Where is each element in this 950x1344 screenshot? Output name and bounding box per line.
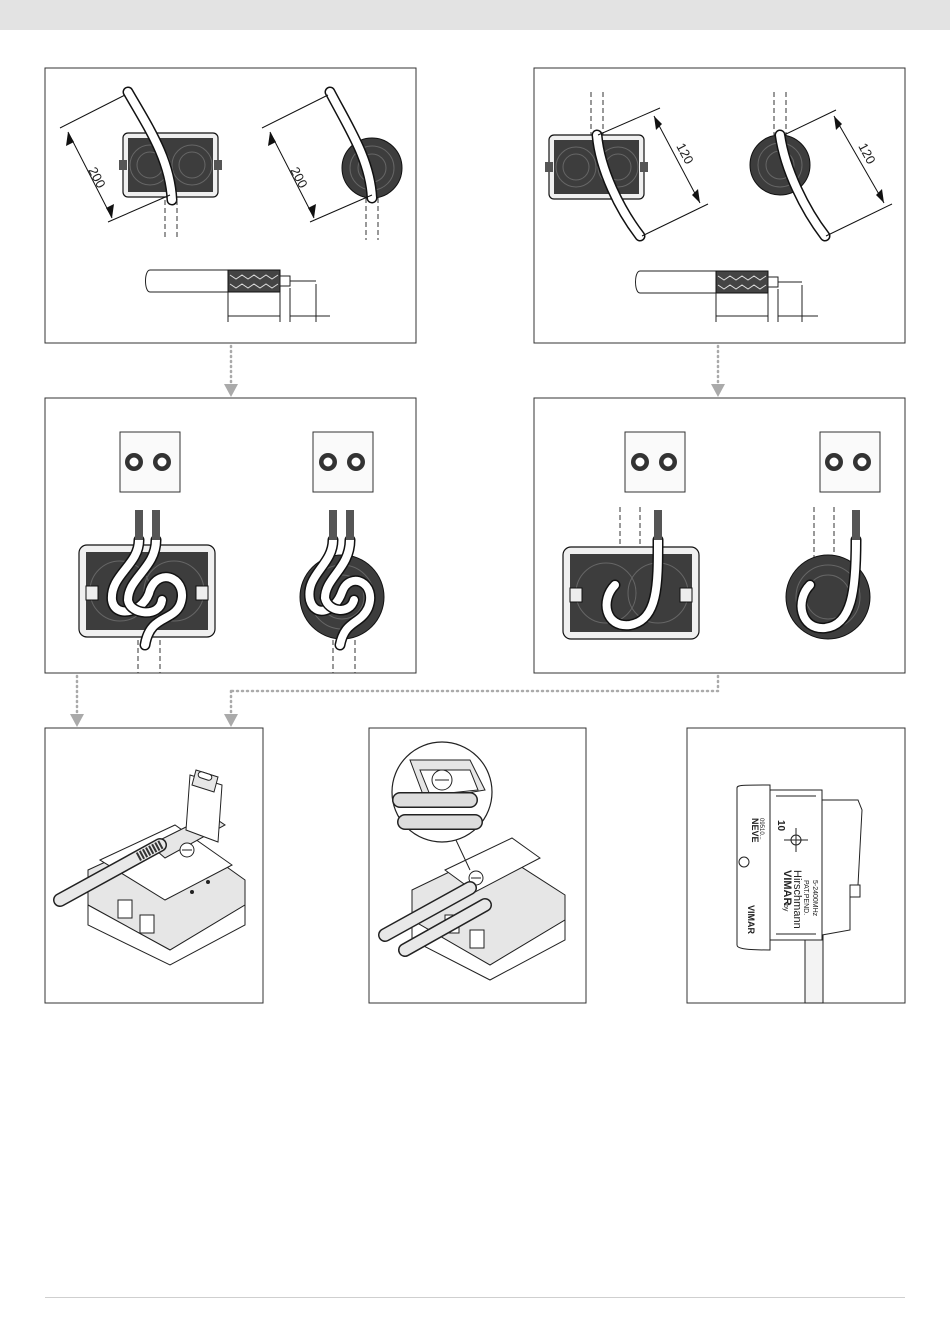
code-label: 09510... bbox=[758, 818, 764, 840]
patent-label: PAT.PEND. bbox=[802, 880, 809, 915]
flow-arrow bbox=[224, 676, 718, 727]
panel-cable-length-200: 200 200 bbox=[45, 68, 416, 343]
flow-arrow bbox=[70, 676, 84, 727]
detail-magnifier bbox=[392, 742, 492, 842]
brand-partner-label: Hirschmann bbox=[791, 870, 803, 929]
flow-arrow bbox=[711, 346, 725, 397]
side-brand-label: VIMAR bbox=[746, 905, 756, 935]
panel-single-cable-loop bbox=[534, 398, 905, 673]
panel-device-label: NEVE 09510... VIMAR 10 VIMAR by Hirschma… bbox=[687, 728, 905, 1003]
brand-by-label: by bbox=[782, 904, 789, 912]
flow-arrow bbox=[224, 346, 238, 397]
outlet-plate bbox=[625, 432, 685, 492]
panel-cable-length-120: 120 120 bbox=[534, 68, 905, 343]
hinged-clamp bbox=[186, 770, 222, 842]
panel-double-outlet-loop bbox=[45, 398, 416, 673]
frequency-label: 5-2400MHz bbox=[811, 880, 818, 917]
db-value: 10 bbox=[775, 820, 786, 832]
panel-insert-cable bbox=[45, 728, 263, 1003]
outlet-plate bbox=[120, 432, 180, 492]
outlet-plate bbox=[820, 432, 880, 492]
panel-tighten-screw bbox=[369, 728, 586, 1003]
outlet-plate bbox=[313, 432, 373, 492]
